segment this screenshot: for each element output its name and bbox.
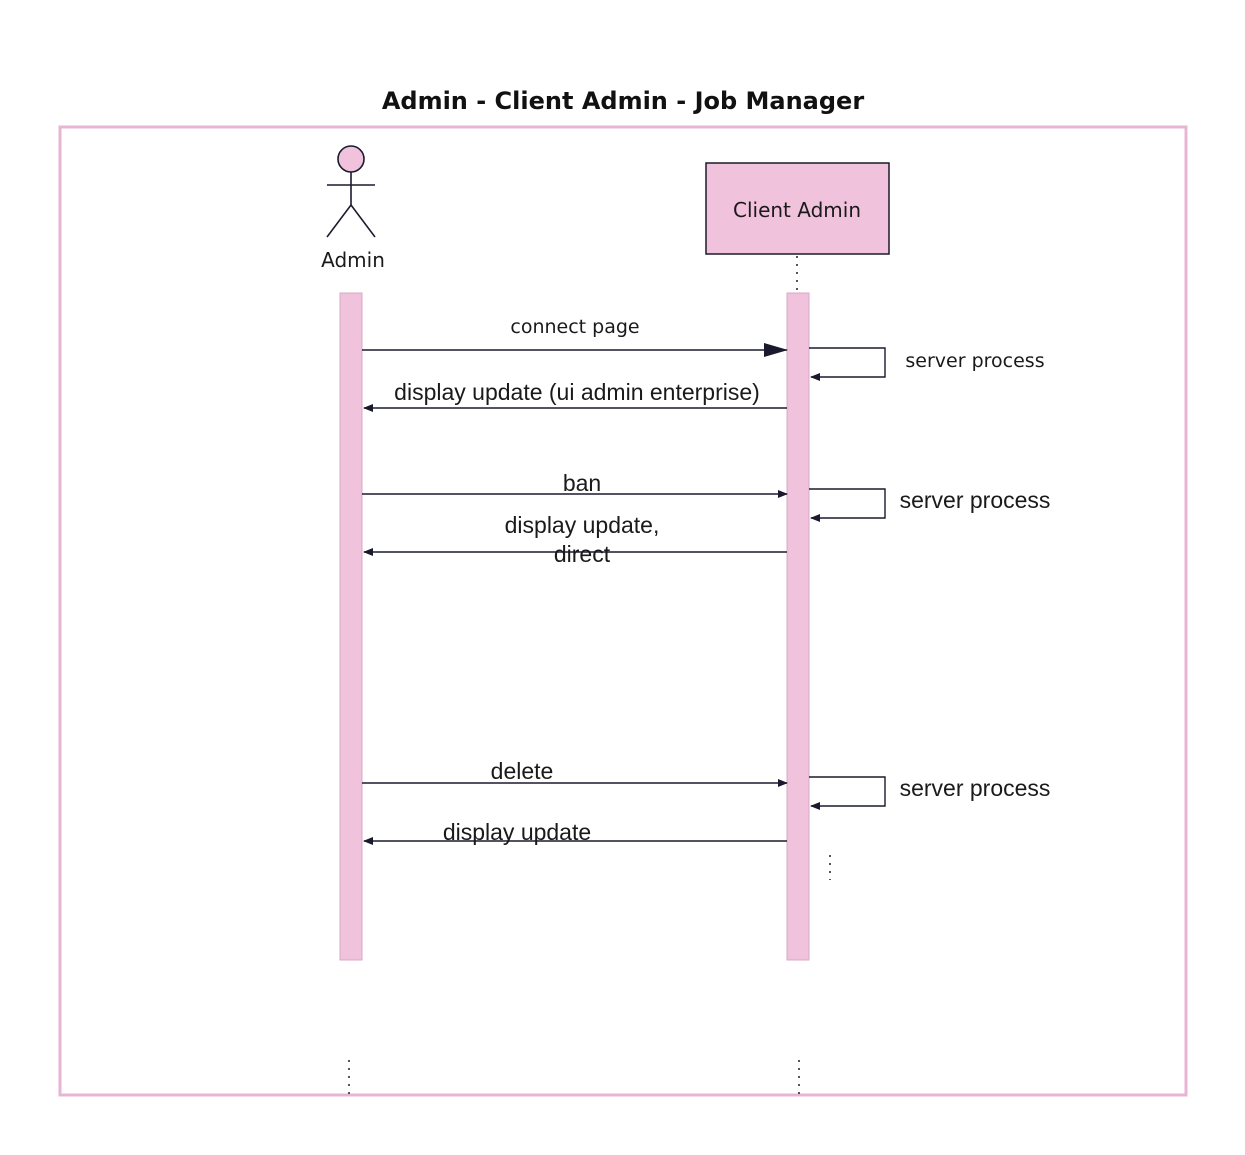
admin-activation-bar <box>339 292 363 961</box>
self-message-label-3: server process <box>900 775 1051 801</box>
message-label-ban: ban <box>563 470 601 496</box>
diagram-title: Admin - Client Admin - Job Manager <box>382 87 865 115</box>
message-label-display-update-direct-line2: direct <box>554 541 611 567</box>
self-message-arrow-1 <box>809 347 886 381</box>
self-message-arrow-3 <box>809 776 886 810</box>
diagram-frame <box>58 125 1188 1097</box>
message-label-display-update-direct-line1: display update, <box>505 512 660 538</box>
message-label-connect-page: connect page <box>510 316 639 338</box>
message-label-display-update: display update <box>443 819 591 845</box>
client-admin-activation-bar <box>786 292 810 961</box>
client-admin-label: Client Admin <box>733 198 861 222</box>
client-admin-box <box>705 162 890 255</box>
self-message-arrow-2 <box>809 488 886 522</box>
message-label-display-update-ui: display update (ui admin enterprise) <box>394 379 760 405</box>
admin-actor-icon <box>326 145 376 238</box>
admin-label: Admin <box>321 248 385 272</box>
self-message-label-1: server process <box>905 350 1044 372</box>
message-label-delete: delete <box>491 758 554 784</box>
self-message-label-2: server process <box>900 487 1051 513</box>
